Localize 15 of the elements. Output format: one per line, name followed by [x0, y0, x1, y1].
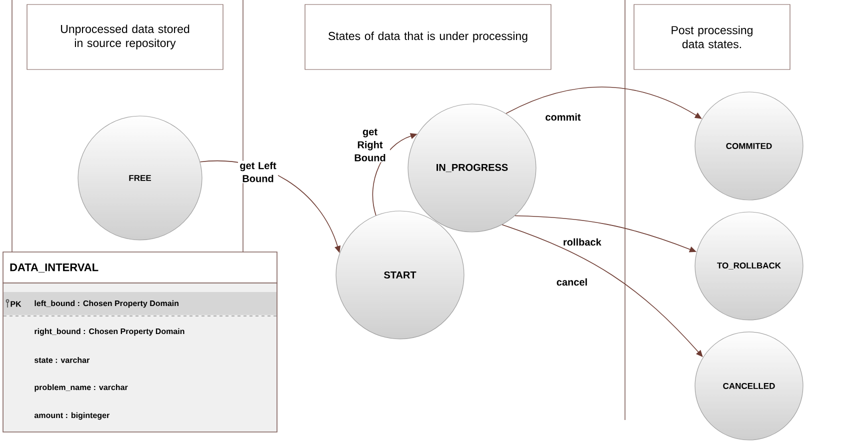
field-text: problem_name : varchar [34, 384, 128, 392]
edge-label: commit [543, 112, 583, 122]
edge-label: cancel [552, 277, 592, 287]
key-label: PK [10, 301, 22, 307]
table-header: DATA_INTERVAL [2, 252, 278, 284]
heading-box: Unprocessed data stored in source repository [26, 4, 224, 70]
field-text: amount : biginteger [34, 412, 110, 420]
field-text: right_bound : Chosen Property Domain [34, 328, 184, 336]
field-text: state : varchar [34, 357, 90, 363]
edge-label: get Right Bound [350, 128, 390, 162]
heading-box: Post processing data states. [634, 4, 790, 70]
edge-label: get Left Bound [238, 160, 278, 184]
field-text: left_bound : Chosen Property Domain [34, 300, 178, 308]
edge-label: rollback [562, 237, 602, 247]
heading-box: States of data that is under processing [304, 4, 552, 70]
